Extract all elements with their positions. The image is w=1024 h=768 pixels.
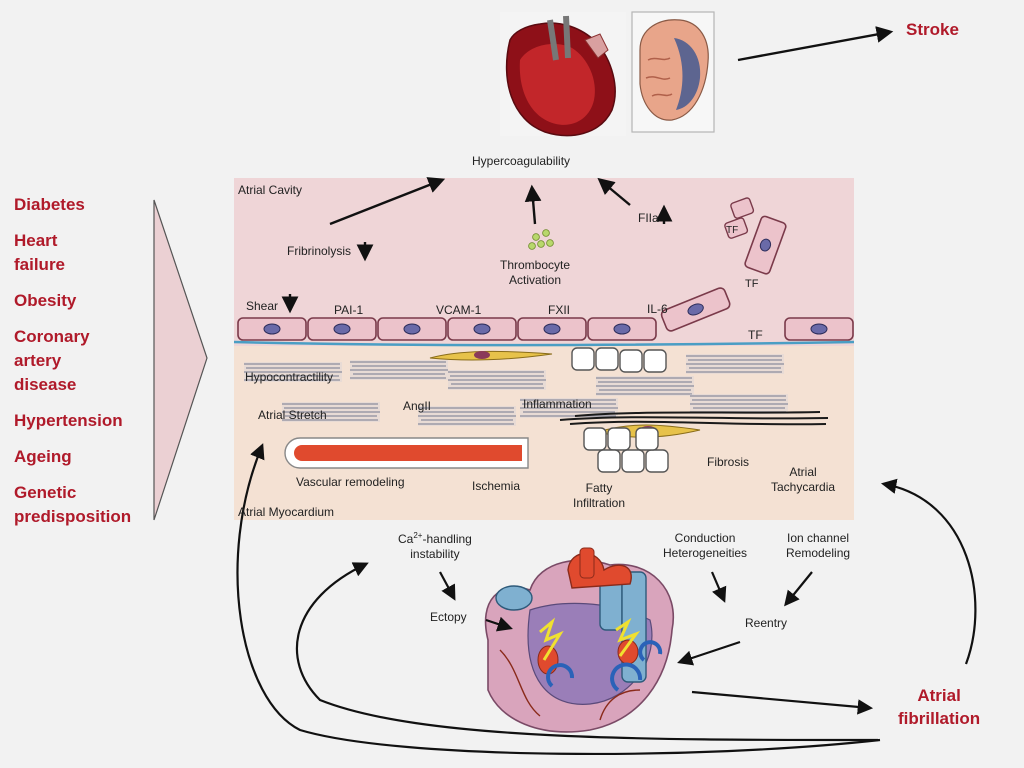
fxii-label: FXII	[548, 303, 571, 317]
conduction-heterogeneities-label: Conduction Heterogeneities	[663, 531, 748, 560]
cavity-arrows	[281, 177, 673, 314]
ischemia-label: Ischemia	[472, 479, 521, 493]
atrial-cavity-label: Atrial Cavity	[238, 183, 303, 197]
hypocontractility-label: Hypocontractility	[245, 370, 334, 384]
vascular-remodeling-label: Vascular remodeling	[296, 475, 405, 489]
risk-factor-coronary-artery-disease: Coronary artery disease	[14, 327, 90, 394]
tissue-factor-cells	[724, 197, 787, 275]
risk-factor-hypertension: Hypertension	[14, 411, 123, 430]
atrial-myocardium-label: Atrial Myocardium	[238, 505, 335, 519]
inflammation-label: Inflammation	[523, 397, 592, 411]
fibrosis-label: Fibrosis	[707, 455, 750, 469]
vcam1-label: VCAM-1	[436, 303, 482, 317]
tf-cell-label: TF	[745, 278, 759, 290]
mechanism-arrows	[439, 571, 874, 715]
heart-illustration	[484, 547, 675, 733]
tf-small-cell-label: TF	[726, 225, 739, 236]
tf-endothelium-label: TF	[748, 328, 763, 342]
stroke-label: Stroke	[906, 20, 959, 39]
heart-thrombus-image	[500, 12, 626, 137]
pai1-label: PAI-1	[334, 303, 364, 317]
fibrosis-streaks	[559, 411, 829, 426]
hypercoagulability-label: Hypercoagulability	[472, 154, 571, 168]
arrow-to-stroke	[737, 26, 894, 62]
atrial-fibrillation-label: Atrial fibrillation	[898, 686, 981, 728]
shear-label: Shear	[246, 299, 279, 313]
fiia-label: FIIa	[638, 211, 659, 225]
thrombocyte-dots	[528, 229, 554, 250]
endothelial-baseline	[233, 340, 855, 347]
atrial-stretch-label: Atrial Stretch	[258, 408, 327, 422]
feedback-loops	[236, 443, 977, 756]
risk-factor-wedge	[153, 199, 208, 521]
thrombocyte-activation-label: Thrombocyte Activation	[500, 258, 571, 287]
ion-channel-remodeling-label: Ion channel Remodeling	[786, 531, 851, 560]
atrial-tachycardia-label: Atrial Tachycardia	[771, 465, 836, 494]
reentry-label: Reentry	[745, 616, 788, 630]
risk-factor-diabetes: Diabetes	[14, 195, 85, 214]
fatty-infiltration-label: Fatty Infiltration	[573, 481, 626, 510]
risk-factor-obesity: Obesity	[14, 291, 77, 310]
risk-factor-genetic-predisposition: Genetic predisposition	[14, 483, 132, 526]
fibrinolysis-label: Fribrinolysis	[287, 244, 352, 258]
ca-handling-label: Ca2+-handling instability	[398, 531, 472, 561]
ectopy-label: Ectopy	[430, 610, 467, 624]
risk-factor-ageing: Ageing	[14, 447, 72, 466]
brain-image	[631, 11, 715, 133]
angii-label: AngII	[403, 399, 432, 413]
risk-factor-heart-failure: Heart failure	[14, 231, 66, 274]
il6-label: IL-6	[647, 302, 668, 316]
blood-vessel	[284, 437, 529, 469]
